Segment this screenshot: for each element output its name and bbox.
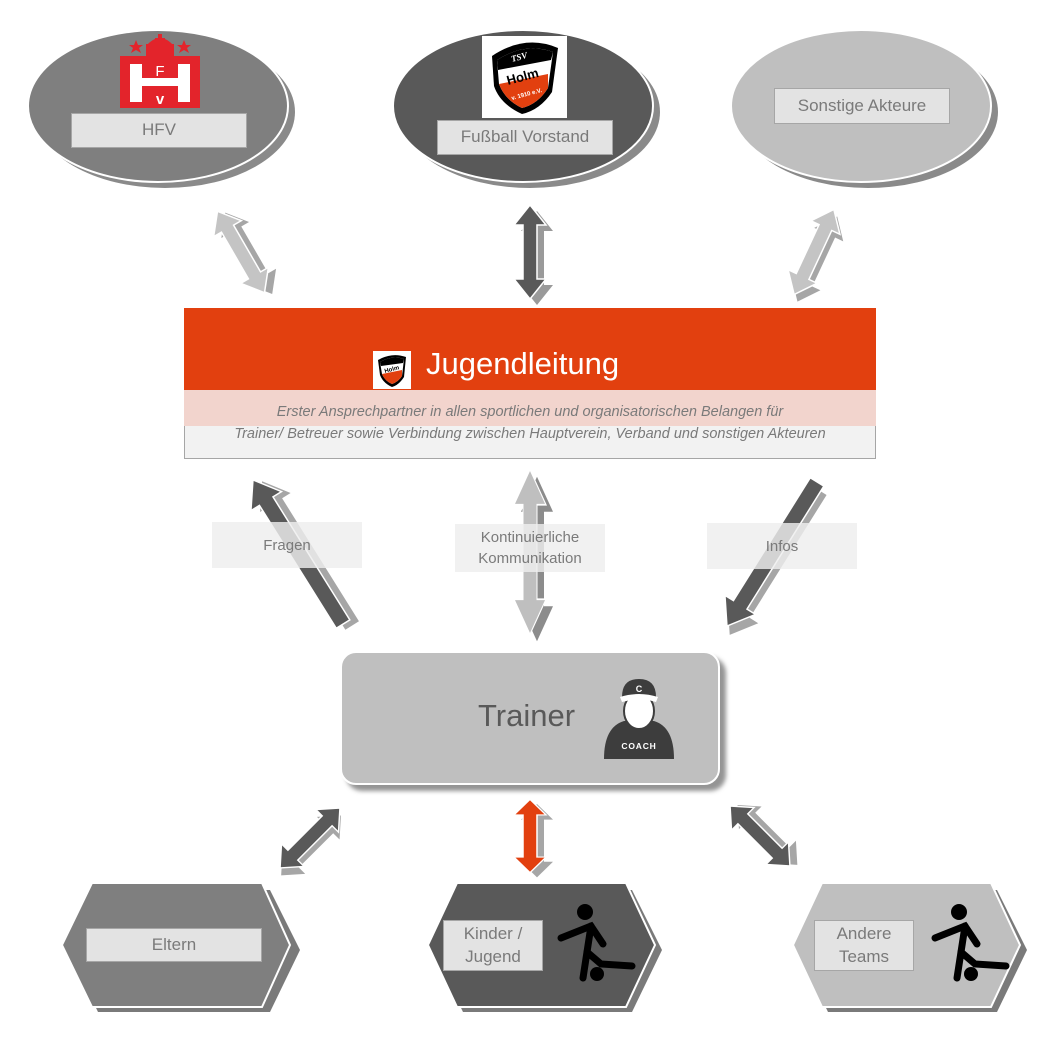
tsv-holm-logo-icon: Holm — [373, 351, 411, 389]
teams-label-line1: Andere — [836, 923, 892, 943]
jugendleitung-desc-bg-1 — [184, 390, 876, 426]
teams-arrow — [718, 793, 809, 878]
coach-shirt-text: COACH — [621, 741, 656, 751]
svg-text:F: F — [155, 63, 164, 80]
infos-label: Infos — [707, 523, 857, 569]
kommunikation-label: Kontinuierliche Kommunikation — [455, 524, 605, 572]
trainer-box[interactable] — [340, 651, 720, 785]
hfv-label: HFV — [71, 113, 247, 148]
sonstige-label: Sonstige Akteure — [774, 88, 950, 124]
kinder-label: Kinder / Jugend — [443, 920, 543, 971]
kinder-label-line2: Jugend — [465, 946, 521, 966]
kinder-arrow — [513, 798, 553, 878]
jugendleitung-header — [184, 308, 876, 390]
jugendleitung-title: Jugendleitung — [426, 346, 620, 381]
trainer-title: Trainer — [478, 698, 576, 733]
svg-text:Holm: Holm — [384, 365, 400, 375]
svg-text:TSV: TSV — [510, 50, 529, 64]
eltern-label: Eltern — [86, 928, 262, 962]
teams-label: Andere Teams — [814, 920, 914, 971]
jugendleitung-description-line2: Trainer/ Betreuer sowie Verbindung zwisc… — [234, 426, 826, 442]
jugendleitung-description-line1: Erster Ansprechpartner in allen sportlic… — [276, 404, 784, 420]
hfv-logo-icon: F v — [120, 34, 200, 108]
coach-icon: C COACH — [604, 679, 674, 759]
vorstand-label: Fußball Vorstand — [437, 120, 613, 155]
kinder-label-line1: Kinder / — [463, 923, 523, 943]
fragen-label: Fragen — [212, 522, 362, 568]
soccer-player-icon — [931, 904, 1010, 982]
vorstand-arrow — [513, 204, 553, 305]
kommunikation-label-line2: Kommunikation — [478, 550, 582, 567]
soccer-player-icon — [557, 904, 636, 982]
hfv-arrow — [202, 202, 287, 303]
teams-label-line2: Teams — [838, 946, 890, 966]
coach-cap-letter: C — [636, 684, 643, 694]
jugendleitung-desc-bg-2 — [184, 426, 876, 459]
svg-text:v: v — [156, 91, 165, 108]
sonstige-arrow — [778, 201, 852, 309]
kommunikation-label-line1: Kontinuierliche — [480, 529, 580, 546]
eltern-arrow — [268, 796, 353, 887]
tsv-holm-logo-icon: TSV Holm v. 1910 e.V. — [482, 36, 567, 118]
